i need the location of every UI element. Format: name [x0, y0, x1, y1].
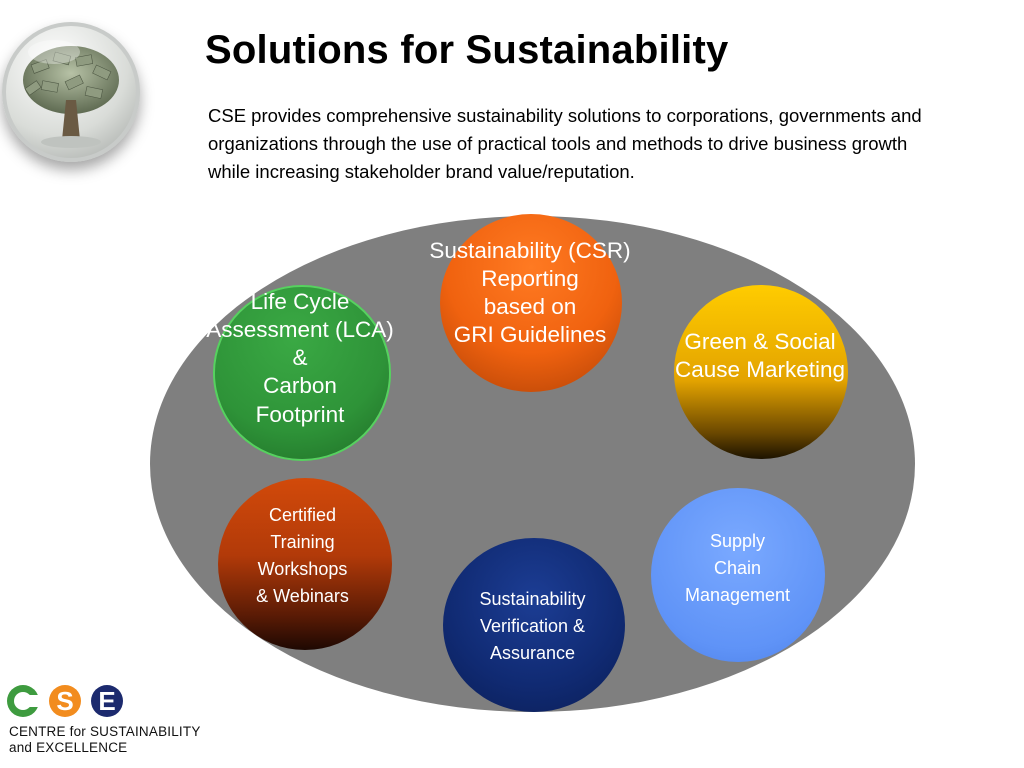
circle-csr-reporting: [440, 214, 622, 392]
brand-name: CENTRE for SUSTAINABILITY and EXCELLENCE: [9, 724, 201, 755]
cse-logo-icon: S E: [7, 685, 123, 717]
circle-verification-assurance: [443, 538, 625, 712]
svg-text:E: E: [98, 686, 115, 716]
cse-brand: S E CENTRE for SUSTAINABILITY and EXCELL…: [5, 682, 255, 762]
page-title: Solutions for Sustainability: [205, 28, 729, 72]
verification-label: Sustainability Verification & Assurance: [479, 589, 586, 663]
circle-green-social-marketing: [674, 285, 848, 459]
intro-paragraph: CSE provides comprehensive sustainabilit…: [208, 105, 922, 182]
circle-supply-chain: [651, 488, 825, 662]
circle-life-cycle-assessment: [215, 287, 389, 459]
green-social-label: Green & Social Cause Marketing: [674, 329, 846, 383]
lca-label: Life Cycle Assessment (LCA) & Carbon Foo…: [206, 289, 394, 427]
circle-certified-training: [218, 478, 392, 650]
certified-training-label: Certified Training Workshops & Webinars: [256, 505, 349, 606]
svg-text:S: S: [56, 686, 73, 716]
csr-reporting-label: Sustainability (CSR) Reporting based on …: [429, 238, 631, 348]
supply-chain-label: Supply Chain Management: [684, 531, 791, 605]
money-tree-globe-icon: [2, 22, 140, 162]
